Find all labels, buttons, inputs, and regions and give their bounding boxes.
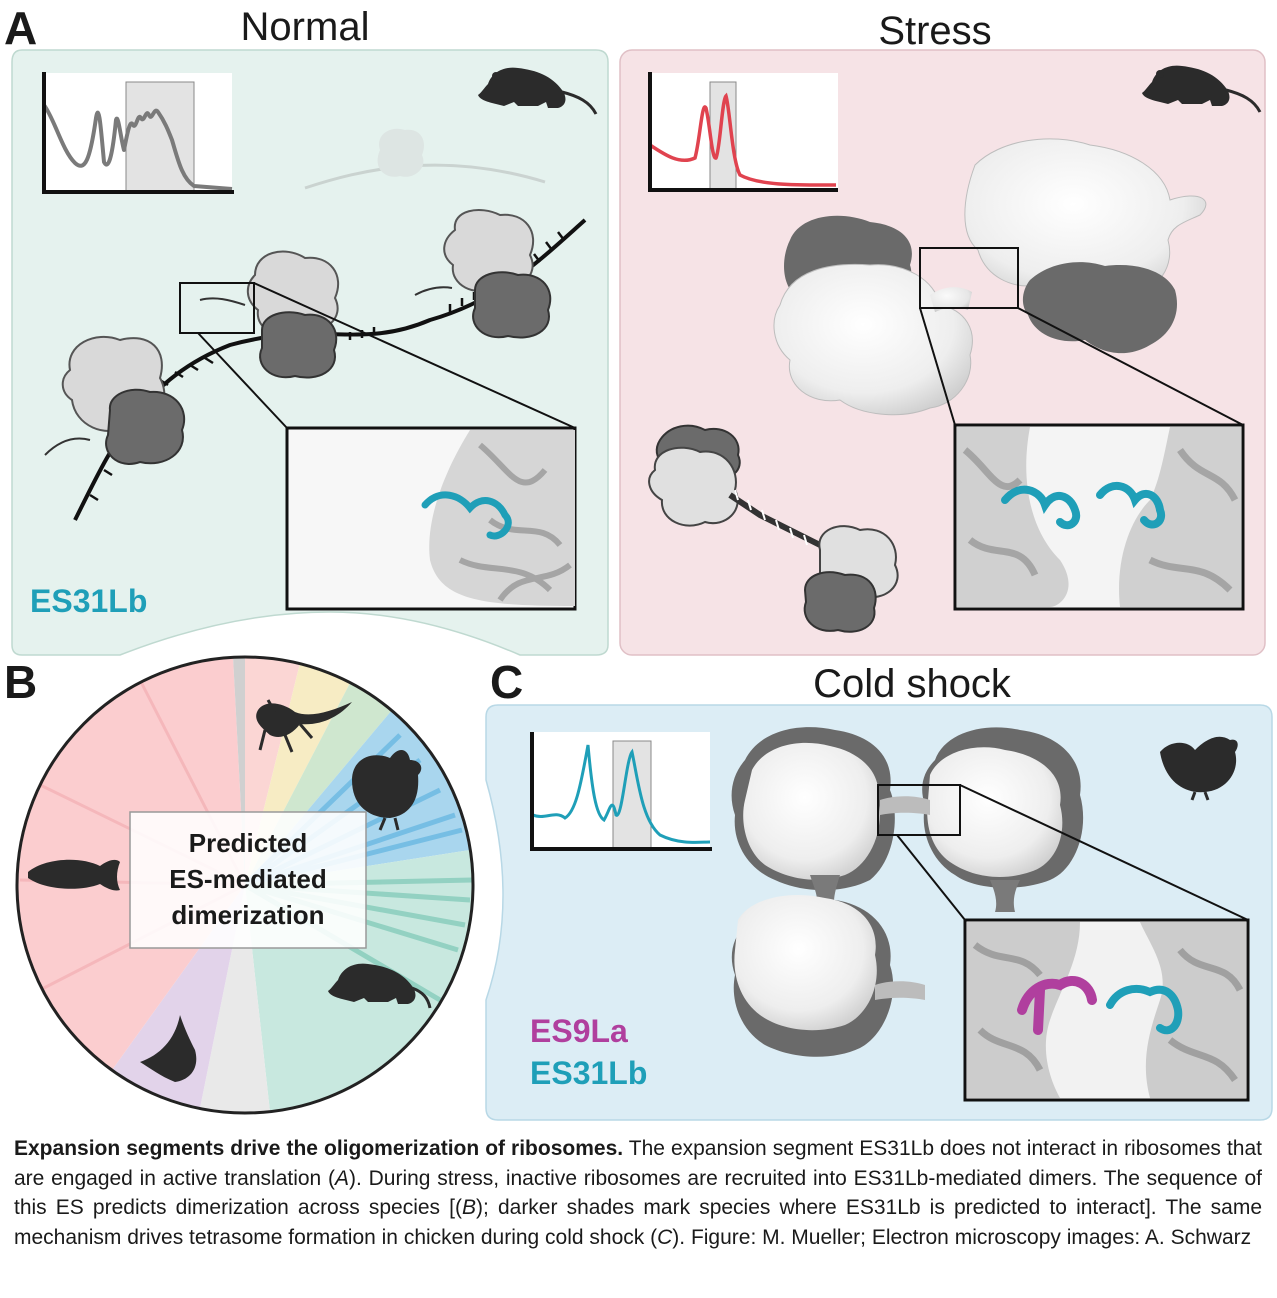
wheel-center-line-1: Predicted xyxy=(189,828,308,858)
panel-b: B Predicted ES-mediated dimerization xyxy=(4,655,475,1115)
wheel-center-line-2: ES-mediated xyxy=(169,864,327,894)
chicken-icon xyxy=(352,749,422,831)
es31lb-helix-stress-right xyxy=(1096,482,1166,529)
panel-c: C Cold shock xyxy=(485,656,1273,1121)
normal-structure-inset xyxy=(285,426,577,611)
es31lb-helix-normal xyxy=(421,491,512,540)
normal-es31lb-label: ES31Lb xyxy=(30,583,147,619)
panel-letter-b: B xyxy=(4,656,37,708)
wheel-outline xyxy=(15,655,475,1115)
stress-zoom-lines xyxy=(919,307,1244,426)
lizard-icon xyxy=(256,699,352,753)
caption-text-1: The expansion segment ES31Lb does not in… xyxy=(14,1137,1262,1190)
figure-canvas: A Normal xyxy=(4,2,1273,1121)
stress-profile-axes xyxy=(648,72,838,192)
normal-zoom-lines xyxy=(197,282,576,429)
stress-title: Stress xyxy=(878,9,991,53)
wheel-sector-gray-1 xyxy=(200,885,270,1113)
rat-icon-wheel xyxy=(328,963,432,1009)
caption-ref-c: C xyxy=(657,1225,673,1249)
cold-shock-title: Cold shock xyxy=(813,662,1012,706)
panel-letter-c: C xyxy=(490,656,523,708)
ribosome-2 xyxy=(199,250,340,379)
caption-text-2: ). During stress, inactive ribosomes are… xyxy=(14,1166,1262,1220)
es9la-label: ES9La xyxy=(530,1013,628,1049)
cold-zoom-box xyxy=(877,784,961,836)
caption-bold-title: Expansion segments drive the oligomeriza… xyxy=(14,1137,624,1160)
wheel-center-line-3: dimerization xyxy=(171,900,324,930)
normal-title: Normal xyxy=(241,5,370,49)
caption-ref-b: B xyxy=(462,1196,477,1219)
faint-ribosome xyxy=(304,128,546,190)
cold-structure-inset xyxy=(963,918,1250,1102)
figure-caption: Expansion segments drive the oligomeriza… xyxy=(14,1134,1262,1252)
panel-a-stress: Stress xyxy=(619,9,1266,656)
panel-a-normal: A Normal xyxy=(4,2,609,656)
normal-profile-trace xyxy=(42,103,233,191)
normal-zoom-box xyxy=(179,282,255,334)
wheel-center-box xyxy=(129,811,367,949)
caption-ref-a: A xyxy=(335,1166,350,1190)
cold-profile-trace xyxy=(532,744,711,844)
fish-icon xyxy=(28,859,120,891)
cold-em-tetrasome xyxy=(731,727,1084,1057)
cold-es31lb-label: ES31Lb xyxy=(530,1055,647,1091)
cold-profile-inset xyxy=(530,732,712,851)
es31lb-helix-cold xyxy=(1106,984,1183,1035)
caption-text-3: ); darker shades mark species where ES31… xyxy=(14,1196,1262,1249)
caption-text-4: ). Figure: M. Mueller; Electron microsco… xyxy=(672,1225,1252,1249)
stress-zoom-box xyxy=(919,247,1019,309)
normal-profile-inset xyxy=(42,72,234,194)
panel-letter-a: A xyxy=(4,2,37,54)
cold-zoom-lines xyxy=(896,784,1249,921)
stress-structure-inset xyxy=(953,423,1245,611)
es31lb-helix-stress-left xyxy=(1001,485,1081,530)
ribosome-1 xyxy=(44,335,186,465)
stress-profile-trace xyxy=(649,92,837,187)
es9la-helix xyxy=(1017,976,1097,1035)
chicken-icon-cold xyxy=(1160,736,1238,801)
normal-profile-axes xyxy=(42,72,234,194)
ribosome-3 xyxy=(414,209,552,339)
rat-icon xyxy=(478,67,598,115)
stress-cartoon-dimer xyxy=(648,424,899,633)
rat-icon-stress xyxy=(1142,65,1262,113)
stress-profile-inset xyxy=(648,72,838,192)
cold-profile-axes xyxy=(530,732,712,851)
stress-em-dimer xyxy=(773,138,1207,416)
shark-icon xyxy=(140,1015,197,1082)
